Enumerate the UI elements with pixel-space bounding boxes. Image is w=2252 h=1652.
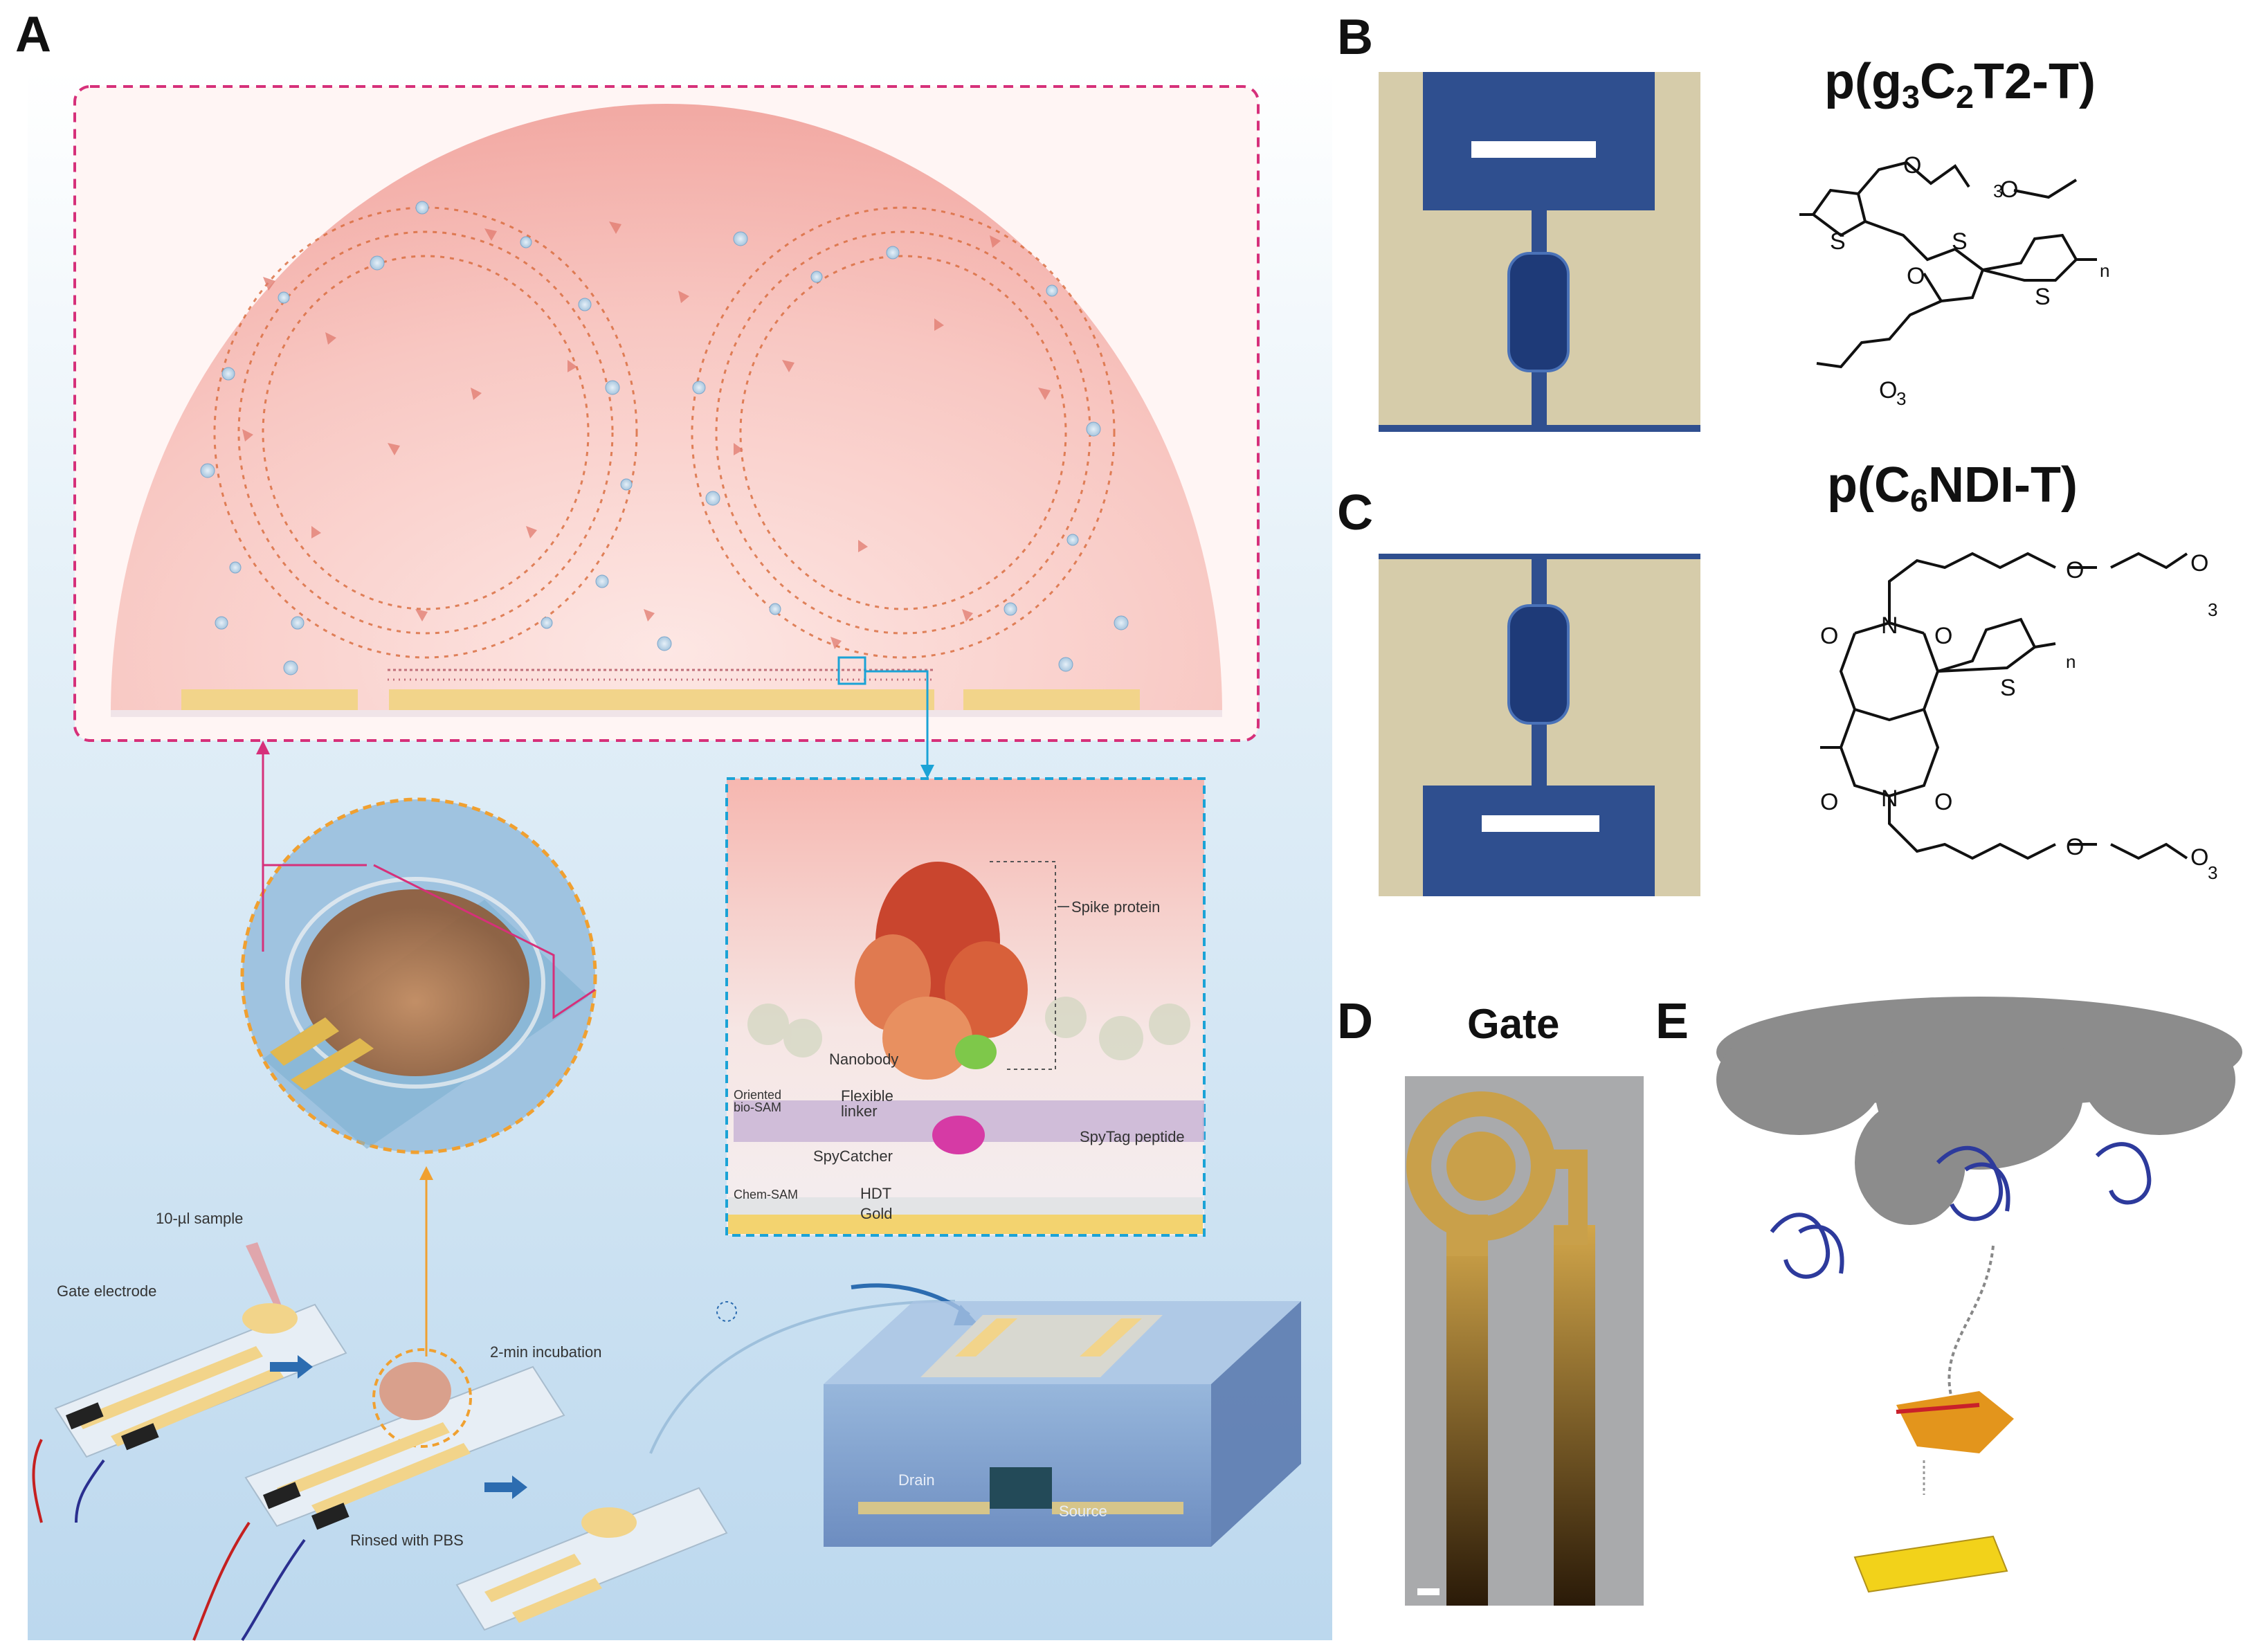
- svg-text:S: S: [1830, 228, 1846, 255]
- panel-b-letter: B: [1337, 10, 1373, 65]
- svg-text:O: O: [2190, 550, 2208, 577]
- label-sample: 10-µl sample: [156, 1210, 244, 1227]
- spike-protein-shape: [855, 862, 1028, 1154]
- gate-title: Gate: [1467, 1001, 1560, 1047]
- svg-text:S: S: [2035, 284, 2051, 310]
- svg-text:O: O: [1820, 789, 1838, 815]
- label-flexible-linker: Flexible linker: [841, 1087, 893, 1120]
- droplet-dome: [111, 104, 1222, 713]
- svg-text:O: O: [1820, 623, 1838, 649]
- gate-electrode-photo: [1405, 1076, 1644, 1606]
- svg-text:O: O: [1934, 623, 1952, 649]
- label-gate-electrode: Gate electrode: [57, 1282, 157, 1300]
- svg-text:O: O: [2000, 176, 2018, 203]
- label-chem-sam: Chem-SAM: [734, 1188, 799, 1201]
- channel-micrograph-b: [1379, 72, 1700, 432]
- panel-e-letter: E: [1655, 994, 1689, 1049]
- svg-text:O: O: [2066, 834, 2084, 860]
- oect-chamber: [824, 1301, 1301, 1547]
- svg-text:3: 3: [1993, 181, 2003, 201]
- svg-text:n: n: [2066, 651, 2076, 672]
- label-source: Source: [1059, 1503, 1107, 1520]
- device-2: [192, 1348, 565, 1642]
- label-rinsed: Rinsed with PBS: [350, 1532, 464, 1549]
- spycatcher-domain: [1896, 1391, 2014, 1453]
- label-hdt: HDT: [860, 1185, 892, 1202]
- electrode-left: [181, 689, 358, 710]
- device-1: [32, 1303, 347, 1523]
- svg-text:3: 3: [2208, 862, 2217, 883]
- svg-text:3: 3: [1896, 388, 1906, 409]
- panel-a-letter: A: [15, 7, 51, 62]
- chem-structure-b: S O 3 O S S n O O 3: [1799, 152, 2109, 409]
- svg-text:S: S: [2000, 675, 2016, 701]
- label-drain: Drain: [898, 1471, 935, 1489]
- polymer-c-name: p(C6NDI-T): [1827, 457, 2078, 519]
- svg-text:S: S: [1952, 228, 1968, 255]
- electrode-right: [963, 689, 1140, 710]
- svg-text:n: n: [2100, 260, 2109, 281]
- svg-text:O: O: [2066, 557, 2084, 583]
- panel-c-letter: C: [1337, 485, 1373, 541]
- label-spycatcher: SpyCatcher: [813, 1147, 893, 1165]
- scale-bar: [1471, 141, 1596, 158]
- svg-text:N: N: [1881, 612, 1898, 639]
- polymer-b-name: p(g3C2T2-T): [1824, 54, 2096, 116]
- svg-text:O: O: [1903, 152, 1921, 179]
- particles: [200, 201, 1129, 675]
- svg-text:O: O: [1934, 789, 1952, 815]
- label-gold: Gold: [860, 1205, 893, 1222]
- protein-structure-e: [1716, 997, 2242, 1593]
- label-incubation: 2-min incubation: [490, 1343, 602, 1361]
- channel-micrograph-c: [1379, 554, 1700, 896]
- device-3: [455, 1487, 728, 1631]
- svg-text:O: O: [1907, 263, 1925, 289]
- panel-d-letter: D: [1337, 994, 1373, 1049]
- svg-text:3: 3: [2208, 599, 2217, 620]
- label-spike-protein: Spike protein: [1071, 898, 1161, 916]
- label-oriented-bio-sam: Oriented bio-SAM: [734, 1088, 782, 1114]
- chem-structure-c: N O O N O O O O O O 3 3 S n: [1820, 550, 2217, 883]
- svg-text:N: N: [1881, 786, 1898, 812]
- scale-bar-d: [1417, 1588, 1440, 1595]
- inset-gold-layer: [728, 1215, 1203, 1234]
- svg-text:O: O: [2190, 844, 2208, 871]
- sam-layer: [388, 669, 934, 681]
- gold-lattice: [1853, 1535, 2008, 1593]
- label-spytag-peptide: SpyTag peptide: [1080, 1128, 1185, 1145]
- svg-text:O: O: [1879, 377, 1897, 403]
- electrode-gate: [389, 689, 934, 710]
- label-nanobody: Nanobody: [829, 1051, 899, 1068]
